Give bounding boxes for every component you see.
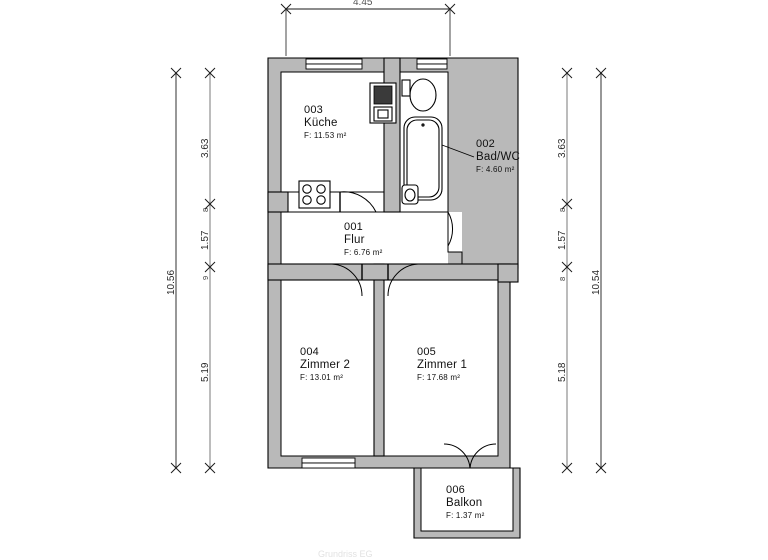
sink-icon — [401, 184, 419, 205]
dimension-label-right-seg-1: 3.63 — [557, 138, 568, 158]
room-area-001: F: 6.76 m² — [344, 247, 383, 257]
dimension-label-left-seg-5: 5.19 — [200, 362, 211, 382]
room-label-001: 001 Flur F: 6.76 m² — [344, 221, 382, 257]
door-zimmer1 — [387, 263, 419, 297]
window-bathroom — [416, 58, 448, 70]
leader-line-badwc — [441, 144, 475, 158]
dimension-label-right-seg-5: 5.18 — [557, 362, 568, 382]
dimension-label-right-outer: 10.54 — [591, 269, 602, 295]
door-balcony — [443, 443, 497, 471]
toilet-icon — [401, 78, 437, 112]
room-label-002: 002 Bad/WC F: 4.60 m² — [476, 138, 520, 174]
room-area-005: F: 17.68 m² — [417, 372, 461, 382]
dimension-label-left-seg-4: 9 — [201, 275, 210, 280]
room-area-003: F: 11.53 m² — [304, 130, 347, 140]
room-name-006: Balkon — [446, 496, 483, 509]
room-label-004: 004 Zimmer 2 F: 13.01 m² — [300, 346, 350, 382]
room-area-004: F: 13.01 m² — [300, 372, 344, 382]
window-kitchen — [305, 58, 363, 70]
room-label-006: 006 Balkon F: 1.37 m² — [446, 484, 484, 520]
dimension-line-right-inner — [561, 67, 573, 474]
dimension-label-left-seg-2: 8 — [201, 207, 210, 212]
room-label-005: 005 Zimmer 1 F: 17.68 m² — [417, 346, 467, 382]
dimension-label-left-outer: 10.56 — [166, 269, 177, 295]
dimension-label-right-seg-2: 8 — [558, 207, 567, 212]
refrigerator-icon — [369, 82, 397, 124]
partition-wall-center — [373, 263, 385, 457]
room-number-003: 003 — [304, 104, 323, 116]
door-kitchen — [339, 191, 377, 213]
window-zimmer2 — [301, 457, 356, 469]
dimension-label-right-seg-3: 1.57 — [557, 230, 568, 250]
partition-wall-kitchen-bath — [383, 57, 401, 213]
room-name-003: Küche — [304, 116, 338, 129]
dimension-line-right-outer — [595, 67, 607, 474]
dimension-label-right-seg-4: 8 — [558, 276, 567, 281]
room-number-001: 001 — [344, 221, 363, 233]
bottom-caption: Grundriss EG — [318, 549, 373, 559]
wall-jog-right — [497, 263, 519, 283]
dimension-label-top: 4.45 — [353, 0, 373, 8]
door-bathroom — [447, 211, 454, 247]
room-name-002: Bad/WC — [476, 150, 521, 163]
dimension-label-left-seg-1: 3.63 — [200, 138, 211, 158]
room-number-004: 004 — [300, 346, 319, 358]
room-name-004: Zimmer 2 — [300, 358, 351, 371]
dimension-line-top — [280, 3, 456, 56]
room-area-002: F: 4.60 m² — [476, 164, 515, 174]
dimension-line-left-outer — [170, 67, 182, 474]
bathtub-icon — [403, 116, 443, 201]
room-number-006: 006 — [446, 484, 465, 496]
dimension-line-left-inner — [204, 67, 216, 474]
room-number-005: 005 — [417, 346, 436, 358]
room-number-002: 002 — [476, 138, 495, 150]
room-name-001: Flur — [344, 233, 365, 246]
door-zimmer2 — [331, 263, 363, 297]
room-area-006: F: 1.37 m² — [446, 510, 485, 520]
room-name-005: Zimmer 1 — [417, 358, 468, 371]
partition-wall-corridor-bottom — [267, 191, 511, 281]
room-label-003: 003 Küche F: 11.53 m² — [304, 104, 347, 140]
balcony-structure — [413, 467, 521, 539]
dimension-label-left-seg-3: 1.57 — [200, 230, 211, 250]
cooktop-icon — [298, 180, 331, 209]
